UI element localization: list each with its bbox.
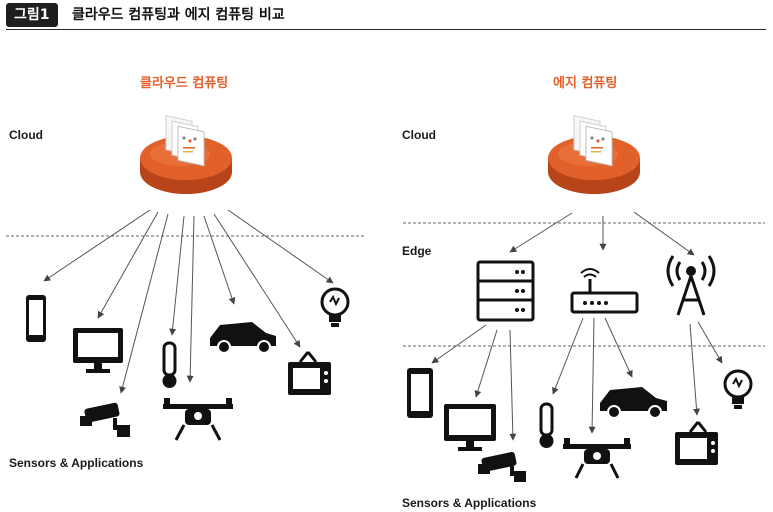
figure-header: 그림1 클라우드 컴퓨팅과 에지 컴퓨팅 비교 — [0, 0, 773, 30]
edge-to-device-arrows — [431, 317, 723, 441]
server-icon — [476, 260, 535, 322]
drone-icon — [163, 398, 233, 441]
right-cloud-label: Cloud — [402, 128, 436, 142]
left-sensors-label: Sensors & Applications — [9, 456, 144, 470]
cloud-to-device-arrows — [43, 209, 334, 394]
monitor-icon — [73, 328, 123, 373]
lightbulb-icon — [723, 369, 753, 409]
right-panel-title: 에지 컴퓨팅 — [553, 76, 618, 91]
cctv-camera-icon — [80, 402, 130, 437]
right-panel — [403, 115, 765, 482]
figure-badge: 그림1 — [6, 3, 58, 27]
cell-tower-icon — [666, 255, 716, 316]
cloud-platform-icon — [547, 115, 641, 195]
smartphone-icon — [407, 368, 433, 418]
cloud-platform-icon — [139, 115, 233, 195]
tv-icon — [675, 421, 718, 465]
left-cloud-label: Cloud — [9, 128, 43, 142]
right-edge-label: Edge — [402, 244, 432, 258]
left-panel-title: 클라우드 컴퓨팅 — [140, 76, 229, 91]
thermometer-icon — [539, 402, 554, 448]
drone-icon — [563, 438, 631, 479]
tv-icon — [288, 351, 331, 395]
car-icon — [600, 387, 667, 419]
lightbulb-icon — [320, 287, 350, 327]
header-divider — [6, 29, 766, 30]
cloud-to-edge-arrows — [509, 211, 695, 256]
figure-title: 클라우드 컴퓨팅과 에지 컴퓨팅 비교 — [72, 7, 285, 23]
cctv-camera-icon — [478, 451, 526, 482]
monitor-icon — [444, 404, 496, 451]
smartphone-icon — [26, 295, 46, 342]
router-icon — [570, 268, 639, 314]
right-sensors-label: Sensors & Applications — [402, 496, 537, 510]
car-icon — [210, 322, 276, 354]
thermometer-icon — [162, 341, 177, 388]
left-panel — [6, 115, 364, 441]
